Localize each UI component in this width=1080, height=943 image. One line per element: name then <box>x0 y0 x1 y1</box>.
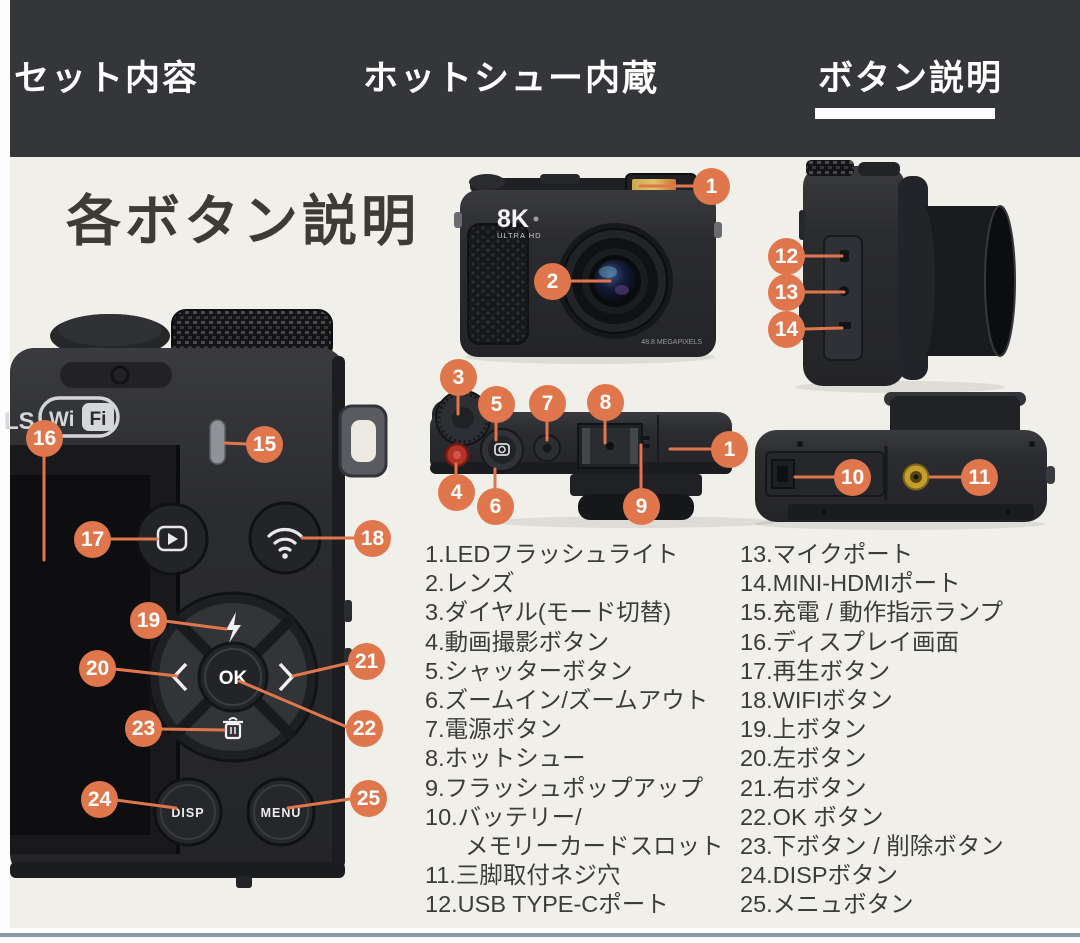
svg-text:OK: OK <box>219 668 248 689</box>
list-item: 18.WIFIボタン <box>740 687 893 714</box>
svg-text:DISP: DISP <box>171 806 204 820</box>
callout-15-lamp: 15 <box>246 426 283 463</box>
usb-c-port <box>840 250 849 262</box>
camera-top-view <box>430 390 732 520</box>
lens <box>557 223 673 339</box>
callout-12-usb: 12 <box>768 238 805 275</box>
left-margin <box>0 0 10 943</box>
list-item: 17.再生ボタン <box>740 657 891 684</box>
callout-16-screen: 16 <box>26 420 63 457</box>
list-item: 1.LEDフラッシュライト <box>425 541 679 567</box>
callout-8-hotshoe: 8 <box>587 384 624 421</box>
strap-lug <box>338 404 388 478</box>
list-item: 14.MINI-HDMIポート <box>740 570 961 597</box>
flash-icon <box>226 612 241 643</box>
callout-5-shutter: 5 <box>478 386 515 423</box>
callout-14-hdmi: 14 <box>768 311 805 348</box>
list-item: 12.USB TYPE-Cポート <box>425 891 669 918</box>
callout-13-mic: 13 <box>768 274 805 311</box>
list-item: 4.動画撮影ボタン <box>425 628 610 655</box>
page-bottom-edge <box>0 928 1080 943</box>
hot-shoe <box>577 423 643 469</box>
list-item: 23.下ボタン / 削除ボタン <box>740 833 1004 860</box>
list-item: 9.フラッシュポップアップ <box>425 774 704 801</box>
list-item: 24.DISPボタン <box>740 862 899 889</box>
callout-22-ok: 22 <box>346 710 383 747</box>
callout-19-up: 19 <box>130 602 167 639</box>
svg-text:Fi: Fi <box>90 409 107 430</box>
list-item: 6.ズームイン/ズームアウト <box>425 687 709 714</box>
disp-button: DISP <box>153 777 223 847</box>
tab-hot-shoe[interactable]: ホットシュー内蔵 <box>363 59 660 98</box>
callout-4-record: 4 <box>438 474 475 511</box>
tripod-socket <box>902 463 930 491</box>
front-grip <box>467 223 529 345</box>
flash-popup-seam <box>640 436 650 440</box>
svg-text:8K: 8K <box>497 205 529 233</box>
svg-text:48.8 MEGAPIXELS: 48.8 MEGAPIXELS <box>641 339 702 346</box>
list-item: 20.左ボタン <box>740 745 867 772</box>
list-item: 21.右ボタン <box>740 774 867 801</box>
tab-button-guide[interactable]: ボタン説明 <box>818 59 1004 98</box>
callout-3-dial: 3 <box>440 359 477 396</box>
tab-bar: セット内容 ホットシュー内蔵 ボタン説明 <box>10 0 1080 157</box>
list-item: 2.レンズ <box>425 570 515 597</box>
callout-9-flash-popup: 9 <box>623 488 660 525</box>
list-item: 22.OK ボタン <box>740 803 884 830</box>
wifi-button <box>248 501 322 575</box>
callout-20-left: 20 <box>79 650 116 687</box>
callout-25-menu: 25 <box>350 780 387 817</box>
callout-2-lens: 2 <box>534 263 571 300</box>
list-item: 3.ダイヤル(モード切替) <box>425 599 672 626</box>
camera-front-view: 8K ULTRA HD 48.8 MEGAPIXELS <box>454 173 722 357</box>
list-item: 15.充電 / 動作指示ランプ <box>740 599 1004 626</box>
camera-side-view <box>799 160 1016 386</box>
d-pad: OK <box>147 591 319 763</box>
callout-1-flash: 1 <box>693 168 730 205</box>
trash-icon <box>223 717 243 740</box>
callout-6-zoom: 6 <box>477 488 514 525</box>
power-button <box>533 434 561 462</box>
callout-11-tripod: 11 <box>961 459 998 496</box>
page-title: 各ボタン説明 <box>66 188 421 253</box>
list-item: 8.ホットシュー <box>425 745 586 772</box>
camera-back-view: LS Wi Fi <box>4 309 388 888</box>
callout-23-down: 23 <box>125 710 162 747</box>
list-item: 13.マイクポート <box>740 541 914 567</box>
list-item: 25.メニュボタン <box>740 891 914 918</box>
shutter-button <box>480 428 524 472</box>
callout-17-playback: 17 <box>74 521 111 558</box>
camera-bottom-view <box>755 392 1055 522</box>
list-item: 19.上ボタン <box>740 716 867 743</box>
callout-18-wifi: 18 <box>354 520 391 557</box>
callout-1-flash-top: 1 <box>711 431 748 468</box>
callout-7-power: 7 <box>529 385 566 422</box>
ok-button <box>197 641 269 713</box>
callout-10-battery: 10 <box>834 459 871 496</box>
callout-leader-lines <box>42 184 964 810</box>
parts-list-left: 1.LEDフラッシュライト 2.レンズ 3.ダイヤル(モード切替) 4.動画撮影… <box>425 540 724 920</box>
tab-set-contents[interactable]: セット内容 <box>14 59 200 98</box>
callout-24-disp: 24 <box>81 781 118 818</box>
list-item: 10.バッテリー/ <box>425 803 582 830</box>
wifi-logo: Wi Fi <box>38 396 120 438</box>
parts-list-right: 13.マイクポート 14.MINI-HDMIポート 15.充電 / 動作指示ラン… <box>740 540 1004 920</box>
list-item: 7.電源ボタン <box>425 716 563 743</box>
svg-text:MENU: MENU <box>261 806 302 820</box>
list-item: 11.三脚取付ネジ穴 <box>425 862 621 889</box>
menu-button: MENU <box>246 777 316 847</box>
list-item: 5.シャッターボタン <box>425 657 633 684</box>
svg-text:ULTRA HD: ULTRA HD <box>497 231 542 240</box>
list-item: メモリーカードスロット <box>465 833 724 860</box>
list-item: 16.ディスプレイ画面 <box>740 628 960 655</box>
active-tab-underline <box>815 108 995 119</box>
callout-21-right: 21 <box>348 643 385 680</box>
divider-line <box>0 933 1080 937</box>
indicator-lamp <box>209 419 226 465</box>
record-button <box>444 442 470 468</box>
